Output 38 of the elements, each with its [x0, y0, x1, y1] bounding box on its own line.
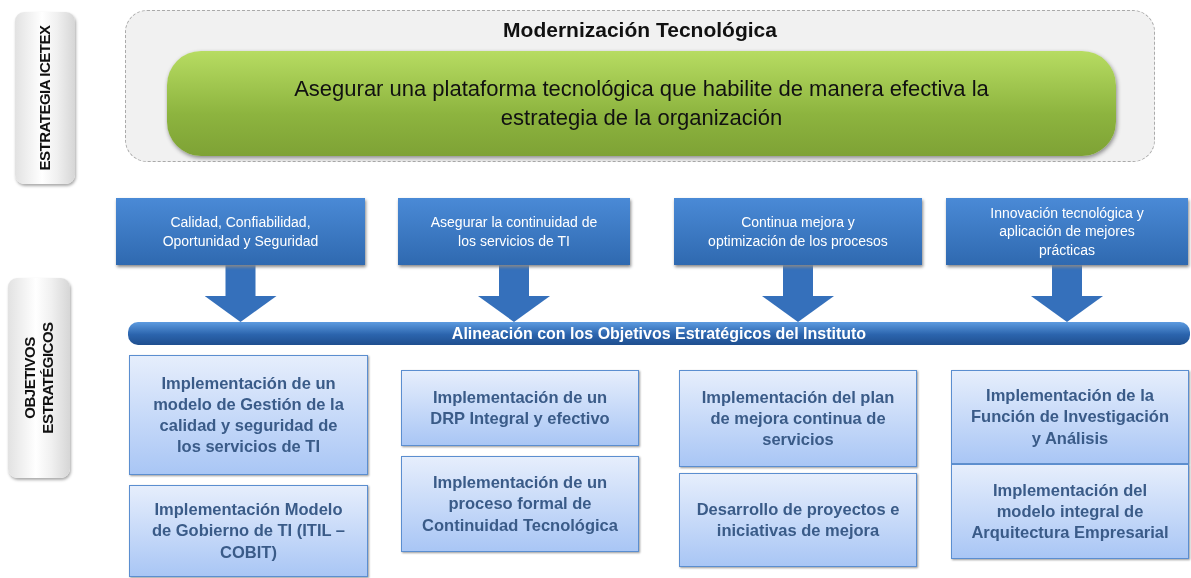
initiative-text: Desarrollo de proyectos e iniciativas de mejora — [696, 498, 900, 541]
down-arrow — [478, 265, 550, 322]
callout-text: Innovación tecnológica y aplicación de mejores prácticas — [989, 204, 1145, 259]
goal-text: Asegurar una plataforma tecnológica que habilite de manera efectiva la estrategia de la organización — [293, 74, 990, 132]
down-arrow — [204, 265, 277, 322]
initiative-box — [951, 370, 1189, 464]
initiative-text: Implementación del plan de mejora continua de servicios — [700, 386, 896, 451]
initiative-box — [401, 370, 639, 446]
panel-heading: Modernización Tecnológica — [503, 18, 777, 42]
initiative-text: Implementación Modelo de Gobierno de TI (ITIL – COBIT) — [150, 499, 347, 563]
initiative-text: Implementación de un modelo de Gestión de la calidad y seguridad de los servicios de TI — [152, 372, 345, 458]
initiative-text: Implementación de la Función de Investigación y Análisis — [970, 385, 1170, 449]
initiative-box — [679, 370, 917, 467]
initiative-text: Implementación del modelo integral de Arquitectura Empresarial — [970, 479, 1170, 544]
objective-callout — [674, 198, 922, 265]
strategy-label-box — [15, 12, 75, 184]
down-arrow — [1031, 265, 1103, 322]
callout-text: Asegurar la continuidad de los servicios de TI — [429, 213, 599, 250]
initiative-box — [129, 485, 368, 577]
callout-text: Continua mejora y optimización de los procesos — [707, 213, 889, 250]
initiative-text: Implementación de un proceso formal de Continuidad Tecnológica — [421, 472, 619, 536]
goal-box — [167, 51, 1116, 156]
bar-title: Alineación con los Objetivos Estratégicos del Instituto — [451, 324, 867, 343]
alignment-bar — [128, 322, 1190, 345]
initiative-box — [401, 456, 639, 552]
strategy-panel — [125, 10, 1155, 162]
initiative-box — [129, 355, 368, 475]
vertical-label: OBJETIVOS ESTRATÉGICOS — [21, 321, 57, 436]
objectives-label-box — [8, 278, 70, 478]
down-arrow — [762, 265, 834, 322]
objective-callout — [946, 198, 1188, 265]
initiative-text: Implementación de un DRP Integral y efectivo — [429, 386, 611, 429]
initiative-box — [951, 464, 1189, 559]
initiative-box — [679, 473, 917, 567]
objective-callout — [116, 198, 365, 265]
objective-callout — [398, 198, 630, 265]
callout-text: Calidad, Confiabilidad, Oportunidad y Seguridad — [161, 213, 320, 250]
vertical-label: ESTRATEGIA ICETEX — [36, 24, 54, 173]
